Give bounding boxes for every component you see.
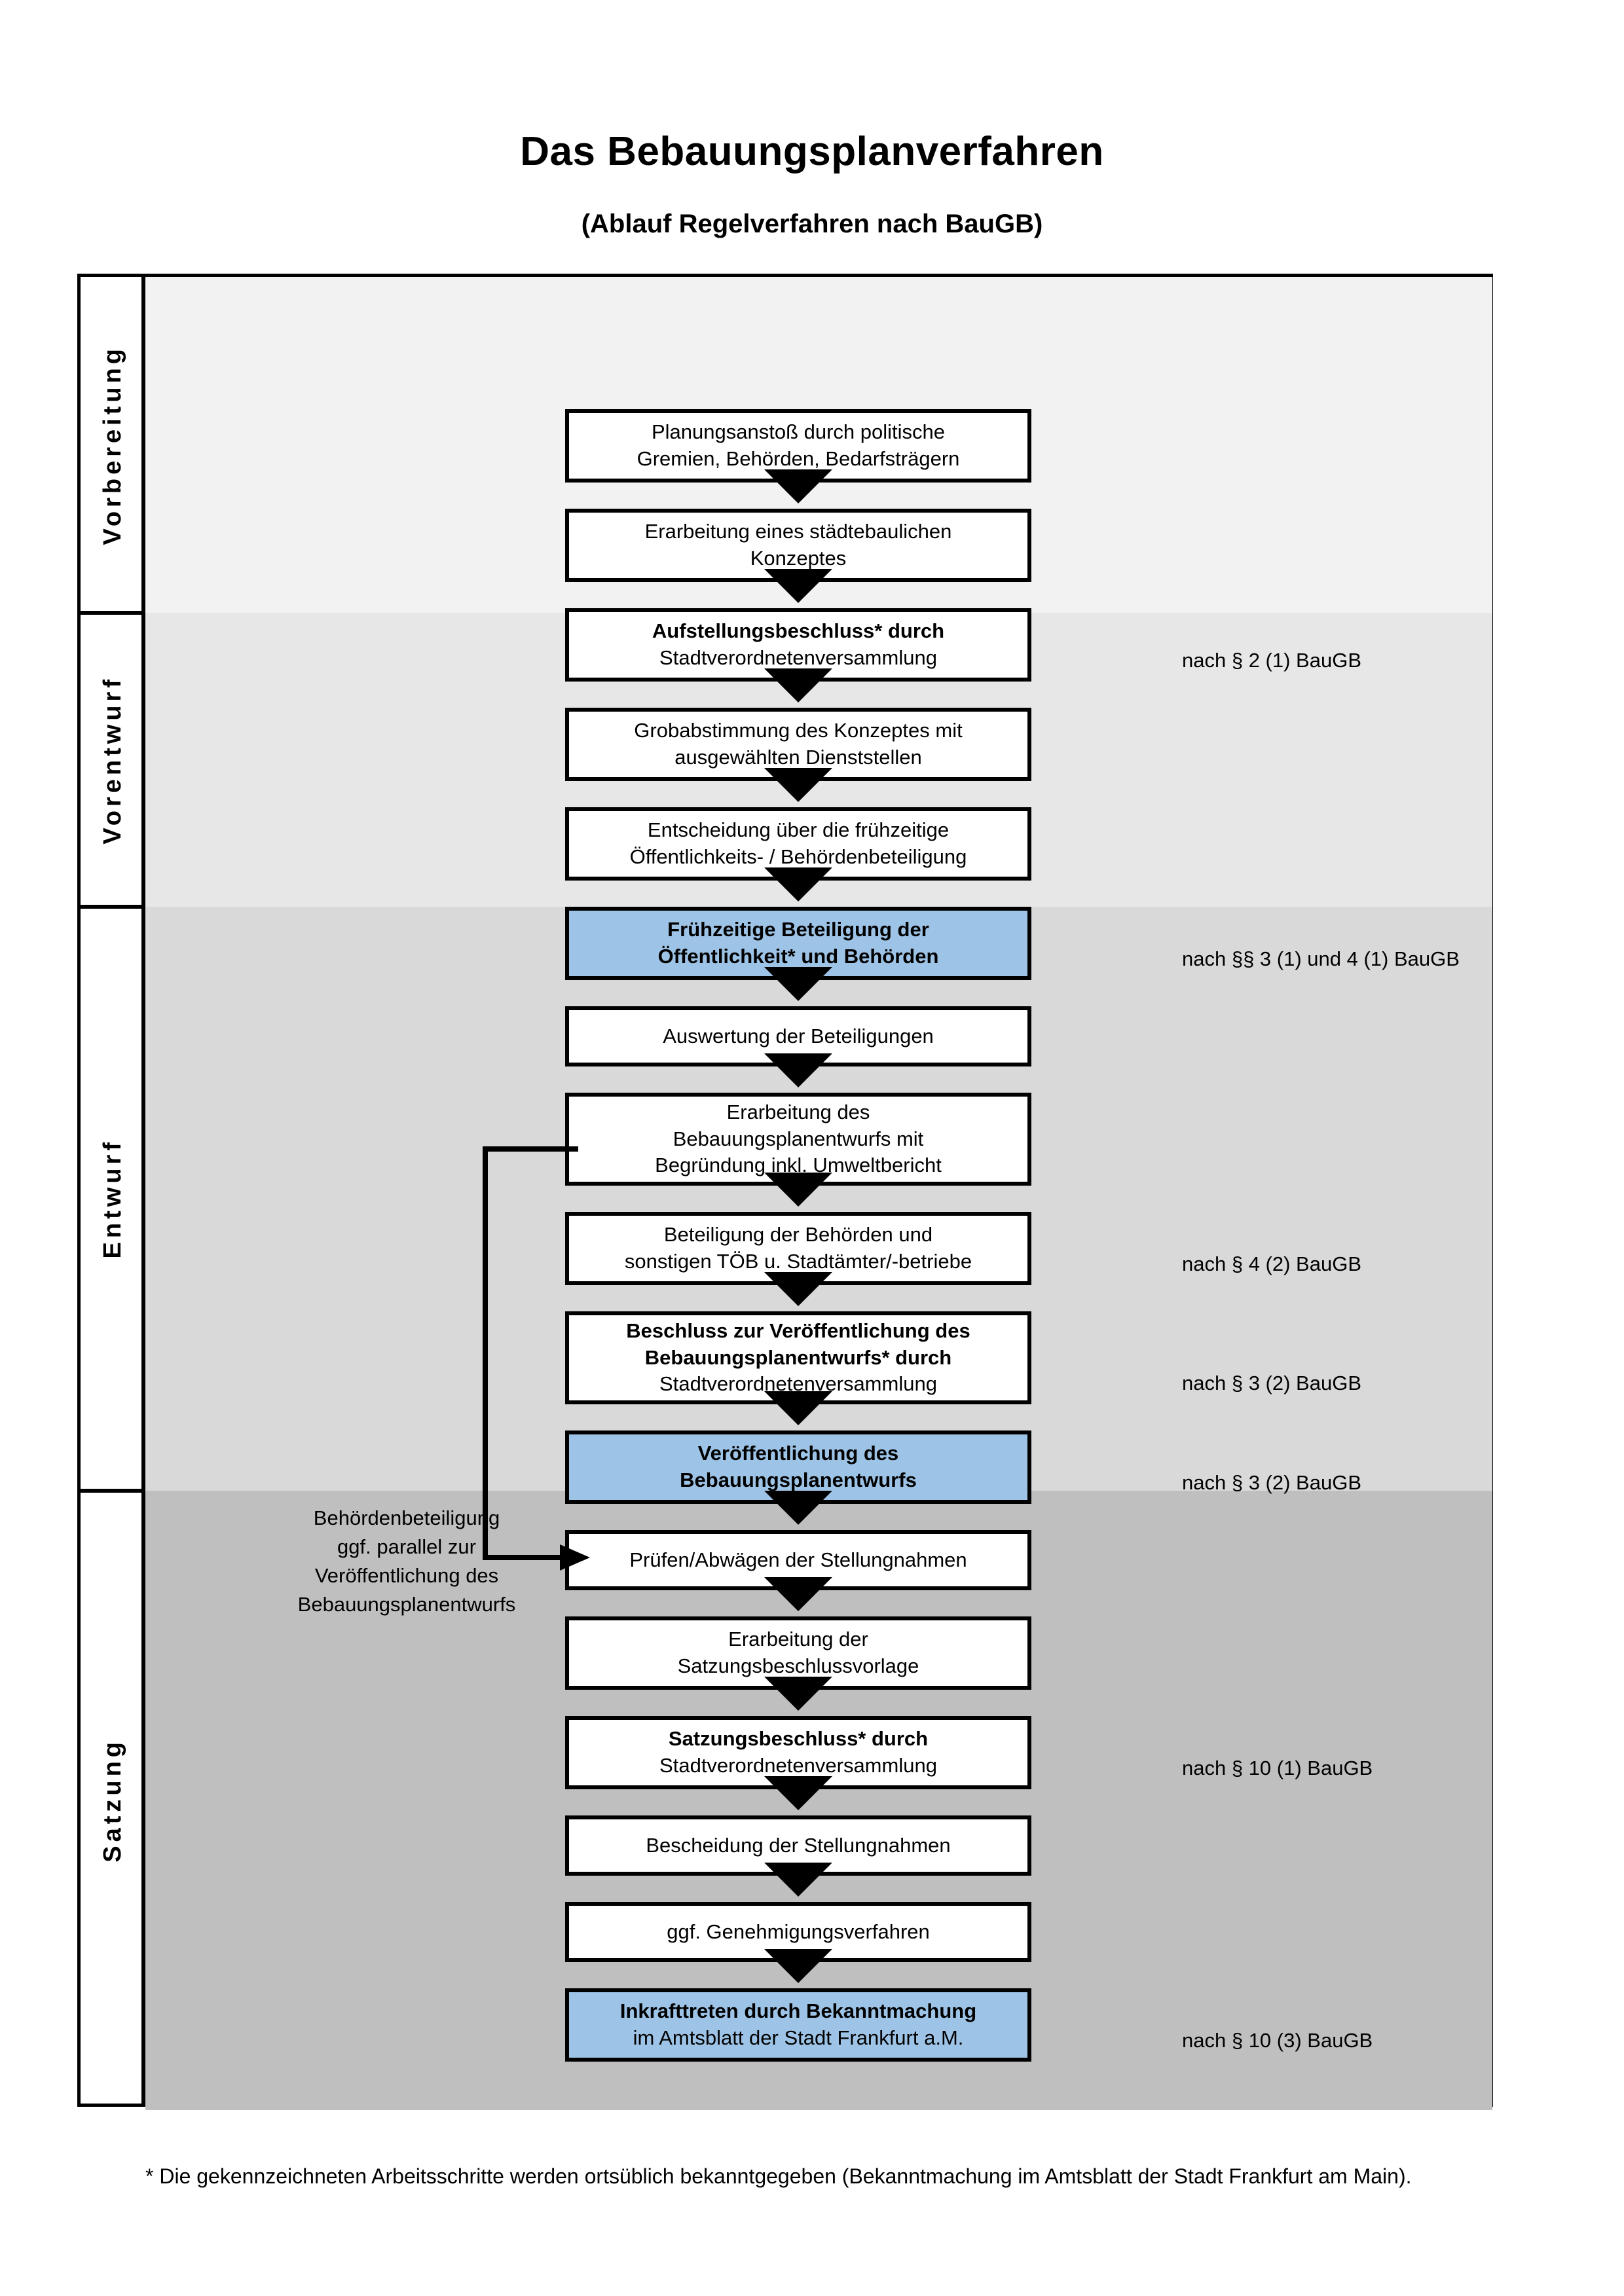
process-step-inkrafttreten[interactable]: Inkrafttreten durch Bekanntmachung im Amt… xyxy=(565,1988,1031,2062)
process-step-line: Frühzeitige Beteiligung der xyxy=(667,918,929,941)
phase-divider xyxy=(81,611,145,615)
flow-arrow-down xyxy=(764,1173,832,1207)
process-step-line: Erarbeitung der xyxy=(728,1628,868,1651)
process-step-line: sonstigen TÖB u. Stadtämter/-betriebe xyxy=(624,1250,972,1273)
sidenote-line: Behördenbeteiligung xyxy=(313,1506,500,1529)
flow-arrow-down xyxy=(764,1677,832,1711)
process-step-line: Stadtverordnetenversammlung xyxy=(659,646,937,669)
flow-arrow-down xyxy=(764,1949,832,1983)
flow-arrow-down xyxy=(764,1776,832,1810)
phase-divider xyxy=(81,905,145,909)
process-step-line: Veröffentlichung des xyxy=(697,1442,899,1465)
flow-arrow-down xyxy=(764,768,832,802)
page-subtitle: (Ablauf Regelverfahren nach BauGB) xyxy=(581,210,1043,238)
process-step-line: Bebauungsplanentwurfs xyxy=(680,1468,917,1491)
process-step-line: Auswertung der Beteiligungen xyxy=(663,1024,934,1048)
legal-reference-ref-par3-1-4-1: nach §§ 3 (1) und 4 (1) BauGB xyxy=(1182,947,1460,970)
flow-arrow-down xyxy=(764,967,832,1001)
legal-reference-ref-par10-3: nach § 10 (3) BauGB xyxy=(1182,2029,1373,2052)
page-title: Das Bebauungsplanverfahren xyxy=(520,129,1104,174)
flowchart-frame: Vorbereitung Vorentwurf Entwurf Satzung … xyxy=(77,274,1493,2110)
process-step-line: ausgewählten Dienststellen xyxy=(674,746,922,769)
process-step-line: Erarbeitung eines städtebaulichen xyxy=(644,520,952,543)
process-step-line: Erarbeitung des xyxy=(726,1100,870,1123)
phase-label-text: Entwurf xyxy=(99,1139,126,1259)
process-step-genehmigungsverfahren[interactable]: ggf. Genehmigungsverfahren xyxy=(565,1902,1031,1962)
legal-reference-ref-par3-2-b: nach § 3 (2) BauGB xyxy=(1182,1471,1361,1494)
flow-arrow-down xyxy=(764,1272,832,1306)
process-step-line: Bebauungsplanentwurfs mit xyxy=(673,1127,924,1150)
phase-label-text: Satzung xyxy=(99,1738,126,1863)
phase-label-text: Vorentwurf xyxy=(99,675,126,845)
process-step-line: ggf. Genehmigungsverfahren xyxy=(667,1920,930,1943)
flow-arrow-down xyxy=(764,867,832,902)
flow-arrow-down xyxy=(764,1053,832,1087)
sidenote-line: Veröffentlichung des xyxy=(314,1564,499,1588)
process-step-line: Stadtverordnetenversammlung xyxy=(659,1754,937,1777)
process-step-line: Aufstellungsbeschluss* durch xyxy=(652,619,945,643)
process-step-line: Bescheidung der Stellungnahmen xyxy=(646,1833,951,1857)
legal-reference-ref-par4-2: nach § 4 (2) BauGB xyxy=(1182,1252,1361,1275)
legal-reference-ref-par2-1: nach § 2 (1) BauGB xyxy=(1182,649,1361,672)
parallel-connector-arrow xyxy=(483,1146,590,1571)
process-step-line: im Amtsblatt der Stadt Frankfurt a.M. xyxy=(633,2026,964,2049)
process-step-line: Satzungsbeschluss* durch xyxy=(668,1727,929,1751)
process-step-line: Planungsanstoß durch politische xyxy=(651,420,946,444)
footnote: * Die gekennzeichneten Arbeitsschritte w… xyxy=(145,2164,1412,2188)
flow-arrow-down xyxy=(764,1391,832,1425)
flow-arrow-down xyxy=(764,469,832,503)
process-step-line: Inkrafttreten durch Bekanntmachung xyxy=(619,1999,977,2023)
phase-label-text: Vorbereitung xyxy=(99,344,126,545)
process-step-line: Konzeptes xyxy=(750,547,847,570)
process-step-line: Entscheidung über die frühzeitige xyxy=(647,818,950,842)
process-step-line: Beschluss zur Veröffentlichung des xyxy=(626,1319,970,1342)
phase-label-vorbereitung: Vorbereitung xyxy=(81,277,145,613)
legal-reference-ref-par10-1: nach § 10 (1) BauGB xyxy=(1182,1757,1373,1779)
phase-label-entwurf: Entwurf xyxy=(81,907,145,1491)
phase-label-vorentwurf: Vorentwurf xyxy=(81,613,145,907)
process-step-line: Gremien, Behörden, Bedarfsträgern xyxy=(637,447,960,470)
process-step-line: Beteiligung der Behörden und xyxy=(663,1223,933,1247)
process-step-line: Grobabstimmung des Konzeptes mit xyxy=(634,719,963,742)
sidenote-line: Bebauungsplanentwurfs xyxy=(297,1593,516,1616)
process-step-line: Öffentlichkeit* und Behörden xyxy=(657,945,939,968)
process-step-line: Prüfen/Abwägen der Stellungnahmen xyxy=(629,1548,967,1571)
flow-arrow-down xyxy=(764,1491,832,1525)
legal-reference-ref-par3-2-a: nach § 3 (2) BauGB xyxy=(1182,1372,1361,1394)
phase-label-satzung: Satzung xyxy=(81,1491,145,2110)
flow-arrow-down xyxy=(764,569,832,603)
flow-arrow-down xyxy=(764,668,832,702)
phase-divider xyxy=(81,1489,145,1493)
process-step-line: Bebauungsplanentwurfs* durch xyxy=(644,1345,952,1369)
sidenote-line: ggf. parallel zur xyxy=(337,1535,476,1559)
process-step-line: Satzungsbeschlussvorlage xyxy=(677,1654,919,1677)
flow-arrow-down xyxy=(764,1863,832,1897)
process-step-grobabstimmung[interactable]: Grobabstimmung des Konzeptes mit ausgewäh… xyxy=(565,708,1031,781)
process-step-line: Öffentlichkeits- / Behördenbeteiligung xyxy=(629,845,967,868)
phase-label-column: Vorbereitung Vorentwurf Entwurf Satzung xyxy=(81,277,145,2104)
flow-arrow-down xyxy=(764,1577,832,1611)
